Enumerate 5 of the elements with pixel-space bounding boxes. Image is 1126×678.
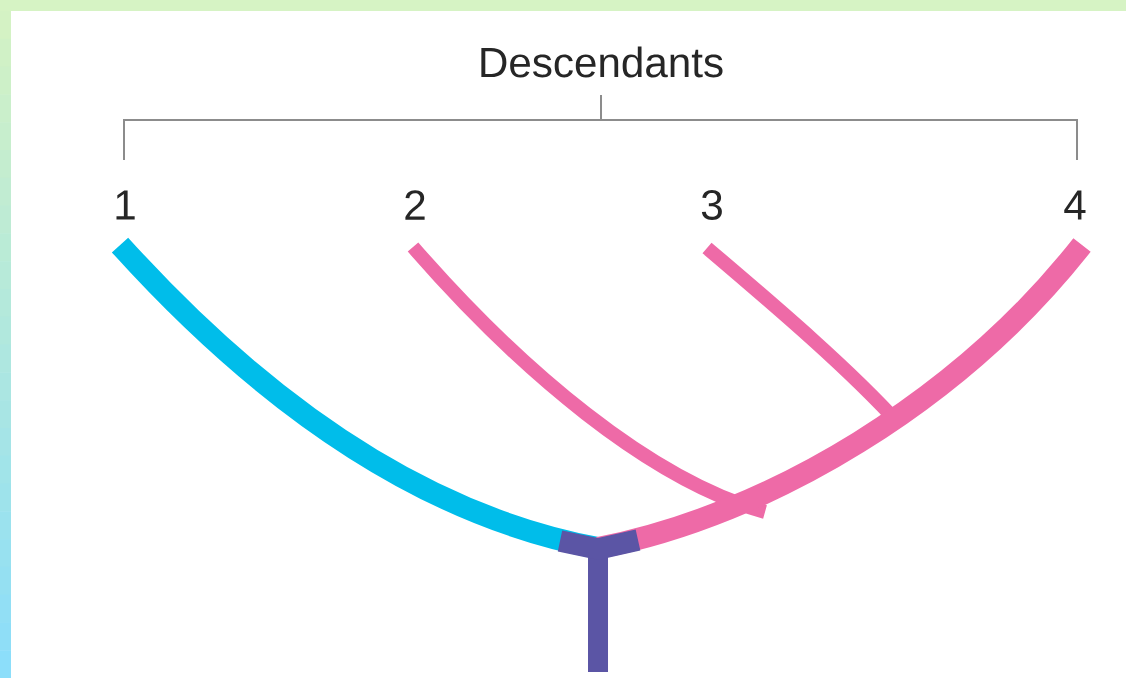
- heading: Descendants: [481, 46, 723, 78]
- branch-number: 2: [405, 190, 425, 220]
- branch-number: 3: [701, 190, 722, 220]
- branch-number: 4: [1064, 190, 1086, 220]
- branch-number: 1: [116, 190, 135, 220]
